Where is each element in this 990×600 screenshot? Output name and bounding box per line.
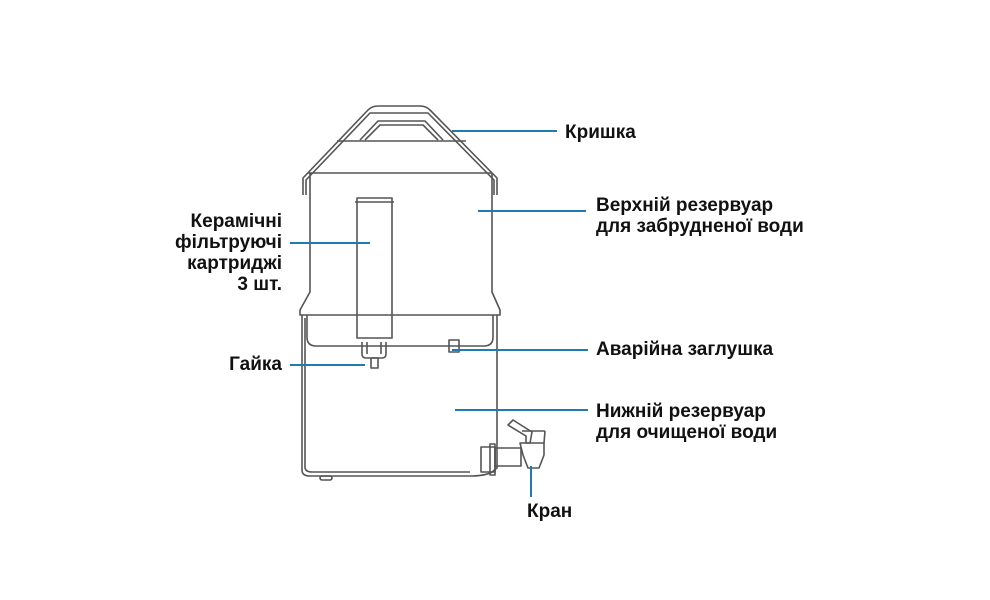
label-cartridges-line3: картриджі [187,253,282,274]
label-lower-tank-line1: Нижній резервуар [596,401,766,422]
filter-cartridge [356,197,393,339]
label-lower-tank: Нижній резервуар для очищеної води [596,401,777,443]
tap [480,419,546,476]
label-lid: Кришка [565,122,636,143]
label-lower-tank-line2: для очищеної води [596,422,778,443]
label-tap: Кран [527,501,573,522]
label-cartridges: Керамічні фільтруючі картриджі 3 шт. [175,211,282,295]
upper-tank [299,173,501,316]
label-upper-tank-line2: для забрудненої води [596,216,804,237]
label-emergency-plug: Аварійна заглушка [596,339,774,360]
lid-handle [359,120,444,141]
label-cartridges-line2: фільтруючі [174,232,282,253]
lower-tank [301,315,498,477]
lid [302,105,498,195]
label-upper-tank-line1: Верхній резервуар [596,195,774,216]
label-cartridges-line1: Керамічні [190,211,282,232]
emergency-plug [448,339,460,353]
label-cartridges-line4: 3 шт. [237,274,282,295]
label-upper-tank: Верхній резервуар для забрудненої води [596,195,804,237]
label-nut: Гайка [229,354,282,375]
nut [361,342,387,359]
